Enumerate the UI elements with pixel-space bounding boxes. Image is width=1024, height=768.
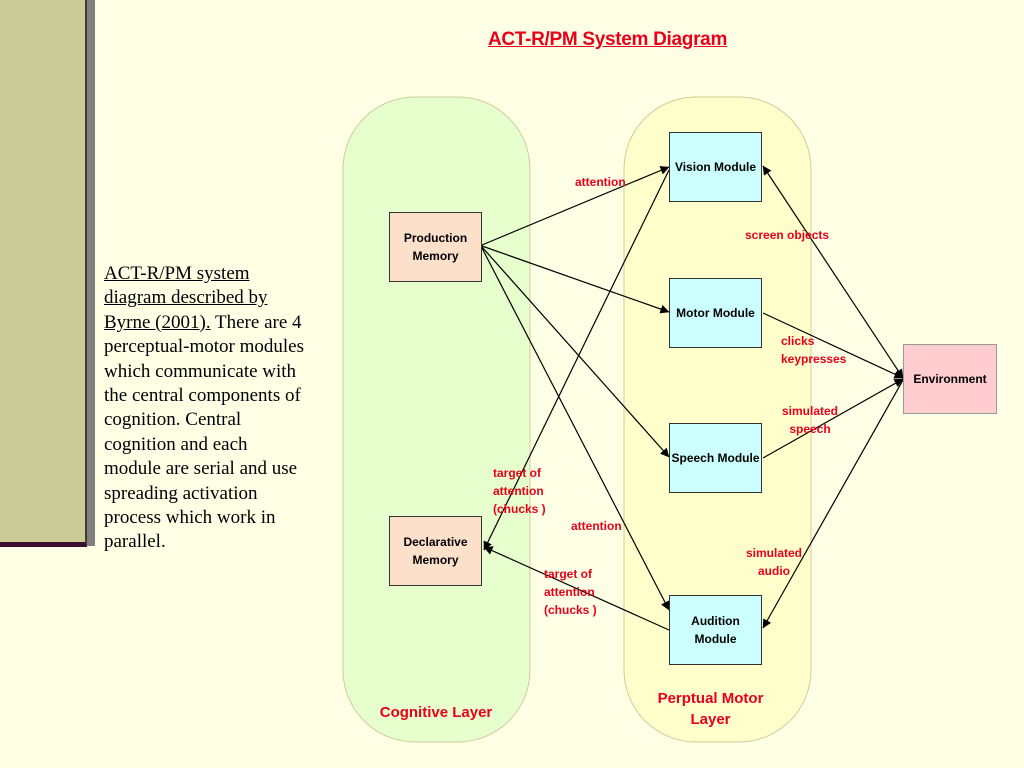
cognitive-layer-label: Cognitive Layer [379, 704, 493, 721]
cognitive-layer-capsule [342, 96, 531, 743]
page-title: ACT-R/PM System Diagram [487, 29, 728, 50]
label-keypresses: keypresses [781, 352, 847, 366]
vision-module-node: Vision Module [669, 132, 762, 202]
edge-production-to-audition [481, 247, 670, 611]
label-target-of-attention-vision: target of attention (chucks ) [493, 466, 546, 516]
audition-module-node: Audition Module [669, 595, 762, 665]
label-screen-objects: screen objects [745, 228, 830, 242]
edge-motor-to-environment [762, 312, 904, 379]
label-target-of-attention-audition: target of attention (chucks ) [544, 567, 597, 617]
edge-environment-vision [762, 165, 904, 379]
sidebar-decoration [0, 0, 87, 547]
edge-audition-to-declarative [483, 546, 670, 631]
description-text: ACT-R/PM system diagram described by Byr… [104, 262, 309, 555]
speech-module-node: Speech Module [669, 423, 762, 493]
label-attention-audition: attention [571, 519, 622, 533]
edge-production-to-speech [481, 246, 670, 458]
edge-speech-to-environment [762, 378, 904, 459]
label-simulated-speech: simulated speech [781, 404, 838, 436]
label-simulated-audio: simulated audio [745, 546, 802, 578]
motor-module-node: Motor Module [669, 278, 762, 348]
declarative-memory-node: Declarative Memory [389, 516, 482, 586]
description-body: There are 4 perceptual-motor modules whi… [104, 311, 304, 553]
edge-environment-to-audition [762, 379, 904, 629]
edge-production-to-vision [481, 166, 670, 246]
label-clicks: clicks [781, 334, 815, 348]
label-attention-vision: attention [575, 175, 626, 189]
edge-vision-to-declarative [483, 169, 670, 551]
description-heading: ACT-R/PM system diagram described by Byr… [104, 263, 268, 333]
edge-production-to-motor [481, 245, 670, 314]
perceptual-motor-layer-label: Perptual Motor Layer [657, 690, 764, 728]
environment-node: Environment [903, 344, 997, 414]
production-memory-node: Production Memory [389, 212, 482, 282]
